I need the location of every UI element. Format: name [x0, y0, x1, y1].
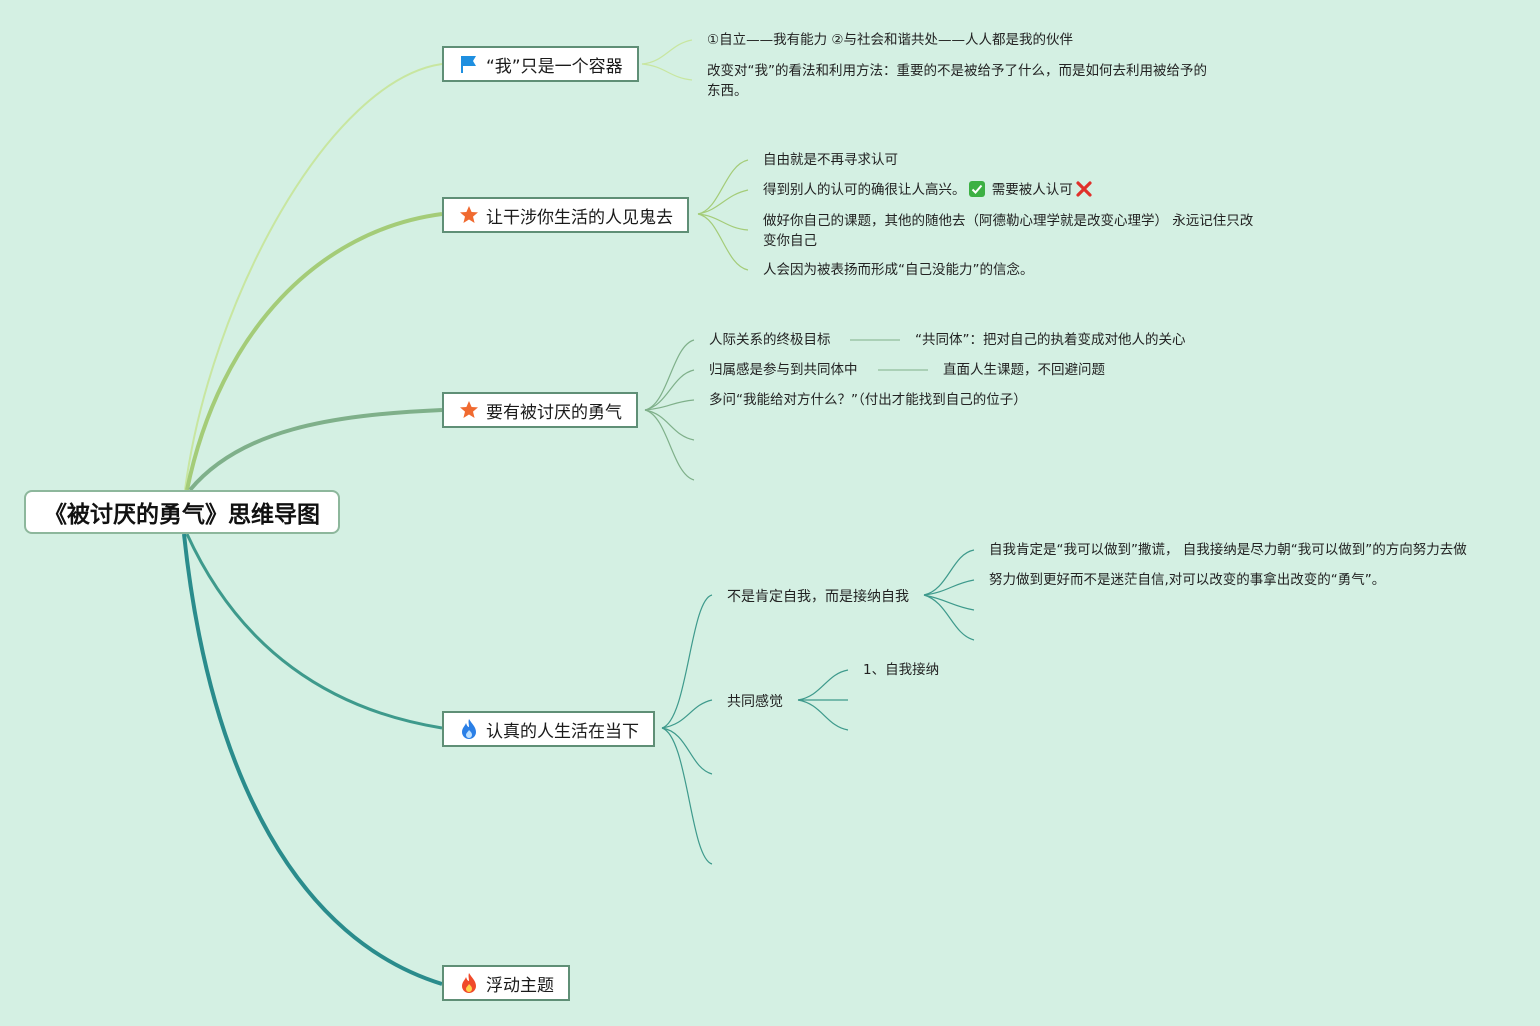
leaf-do-better[interactable]: 努力做到更好而不是迷茫自信,对可以改变的事拿出改变的“勇气”。 — [989, 572, 1386, 588]
topic-floating[interactable]: 浮动主题 — [442, 965, 570, 1001]
leaf-own-tasks[interactable]: 做好你自己的课题，其他的随他去（阿德勒心理学就是改变心理学） 永远记住只改变你自… — [763, 213, 1254, 249]
flag-icon — [458, 53, 480, 75]
topic-label: 要有被讨厌的勇气 — [486, 402, 622, 423]
leaf-self-independence[interactable]: ①自立——我有能力 ②与社会和谐共处——人人都是我的伙伴 — [707, 32, 1073, 48]
topic-container[interactable]: “我”只是一个容器 — [442, 46, 639, 82]
leaf-recognition[interactable]: 得到别人的认可的确很让人高兴。 需要被人认可 — [763, 180, 1095, 200]
leaf-ask-give[interactable]: 多问“我能给对方什么？”（付出才能找到自己的位子） — [709, 392, 1027, 408]
subtopic-community-feeling[interactable]: 共同感觉 — [727, 694, 783, 710]
root-topic[interactable]: 《被讨厌的勇气》思维导图 — [24, 490, 340, 534]
fire-icon — [458, 972, 480, 994]
topic-courage[interactable]: 要有被讨厌的勇气 — [442, 392, 638, 428]
leaf-freedom[interactable]: 自由就是不再寻求认可 — [763, 152, 898, 168]
cross-mark-icon — [1076, 181, 1092, 197]
star-icon — [458, 399, 480, 421]
check-mark-icon — [968, 181, 985, 197]
star-icon — [458, 204, 480, 226]
topic-live-present[interactable]: 认真的人生活在当下 — [442, 711, 655, 747]
leaf-change-view[interactable]: 改变对“我”的看法和利用方法：重要的不是被给予了什么，而是如何去利用被给予的东西… — [707, 63, 1207, 99]
topic-label: 浮动主题 — [486, 975, 554, 996]
leaf-face-tasks[interactable]: 直面人生课题，不回避问题 — [943, 362, 1105, 378]
root-title: 《被讨厌的勇气》思维导图 — [44, 502, 320, 528]
topic-label: 让干涉你生活的人见鬼去 — [486, 207, 673, 228]
drop-flame-icon — [458, 718, 480, 740]
leaf-belonging[interactable]: 归属感是参与到共同体中 — [709, 362, 858, 378]
topic-label: “我”只是一个容器 — [486, 56, 623, 77]
topic-label: 认真的人生活在当下 — [486, 721, 639, 742]
leaf-relationship-goal[interactable]: 人际关系的终极目标 — [709, 332, 831, 348]
leaf-self-affirm[interactable]: 自我肯定是“我可以做到”撒谎， 自我接纳是尽力朝“我可以做到”的方向努力去做 — [989, 542, 1467, 558]
leaf-self-acceptance[interactable]: 1、自我接纳 — [863, 662, 940, 678]
leaf-praise-belief[interactable]: 人会因为被表扬而形成“自己没能力”的信念。 — [763, 262, 1034, 278]
topic-ignore-others[interactable]: 让干涉你生活的人见鬼去 — [442, 197, 689, 233]
leaf-community[interactable]: “共同体”：把对自己的执着变成对他人的关心 — [915, 332, 1186, 348]
subtopic-accept-self[interactable]: 不是肯定自我，而是接纳自我 — [727, 589, 909, 605]
